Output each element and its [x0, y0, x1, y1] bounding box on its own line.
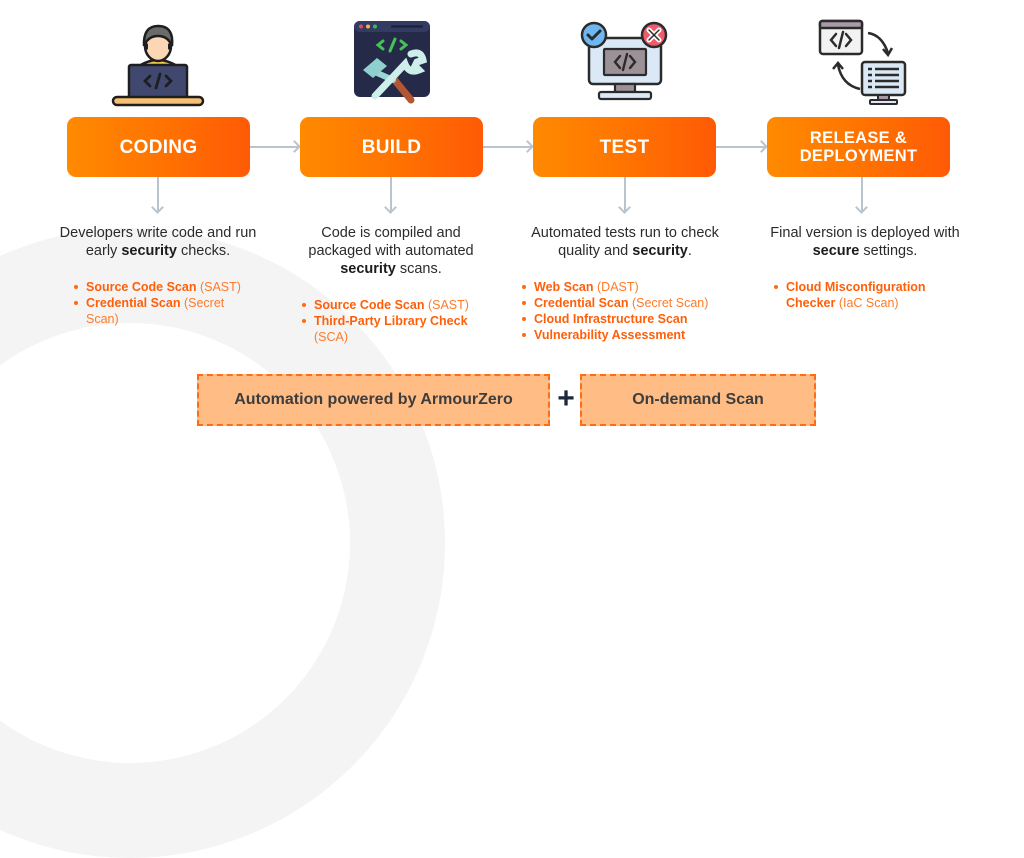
list-item: Web Scan (DAST) [520, 279, 730, 295]
arrow-build-to-test [483, 146, 531, 148]
test-monitor-icon [580, 21, 668, 101]
stage-description: Code is compiled and packaged with autom… [308, 225, 474, 277]
ondemand-label: On-demand Scan [632, 391, 764, 408]
scan-list: Source Code Scan (SAST) Third-Party Libr… [300, 297, 490, 345]
stage-build: BUILD [300, 117, 483, 177]
stage-title: CODING [119, 136, 198, 158]
build-tools-icon [354, 21, 430, 104]
list-item: Cloud Infrastructure Scan [520, 311, 730, 327]
arrow-down-build [390, 177, 392, 212]
ondemand-scan-box: On-demand Scan [580, 374, 816, 426]
scan-list: Web Scan (DAST) Credential Scan (Secret … [520, 279, 730, 343]
stage-title-line1: RELEASE & [809, 129, 908, 147]
plus-icon: + [557, 382, 575, 415]
stage-title-line2: DEPLOYMENT [799, 147, 918, 165]
arrow-down-coding [157, 177, 159, 212]
scan-list: Cloud Misconfiguration Checker (IaC Scan… [772, 279, 944, 311]
automation-label: Automation powered by ArmourZero [234, 391, 513, 408]
stage-description: Final version is deployed with secure se… [770, 225, 960, 259]
list-item: Credential Scan (Secret Scan) [72, 295, 250, 327]
stage-release-deployment: RELEASE & DEPLOYMENT [767, 117, 950, 177]
stage-coding: CODING [67, 117, 250, 177]
stage-test: TEST [533, 117, 716, 177]
list-item: Credential Scan (Secret Scan) [520, 295, 730, 311]
list-item: Vulnerability Assessment [520, 327, 730, 343]
list-item: Source Code Scan (SAST) [72, 279, 250, 295]
arrow-test-to-release [716, 146, 765, 148]
scan-list: Source Code Scan (SAST) Credential Scan … [72, 279, 250, 327]
list-item: Third-Party Library Check (SCA) [300, 313, 490, 345]
stage-description: Developers write code and run early secu… [59, 225, 257, 259]
developer-laptop-icon [111, 24, 205, 107]
arrow-coding-to-build [250, 146, 298, 148]
list-item: Cloud Misconfiguration Checker (IaC Scan… [772, 279, 944, 311]
automation-box: Automation powered by ArmourZero [197, 374, 550, 426]
list-item: Source Code Scan (SAST) [300, 297, 490, 313]
stage-description: Automated tests run to check quality and… [531, 225, 719, 259]
arrow-down-release [861, 177, 863, 212]
deployment-cycle-icon [818, 19, 907, 105]
arrow-down-test [624, 177, 626, 212]
stage-title: TEST [599, 136, 650, 158]
stage-title: BUILD [361, 136, 422, 158]
